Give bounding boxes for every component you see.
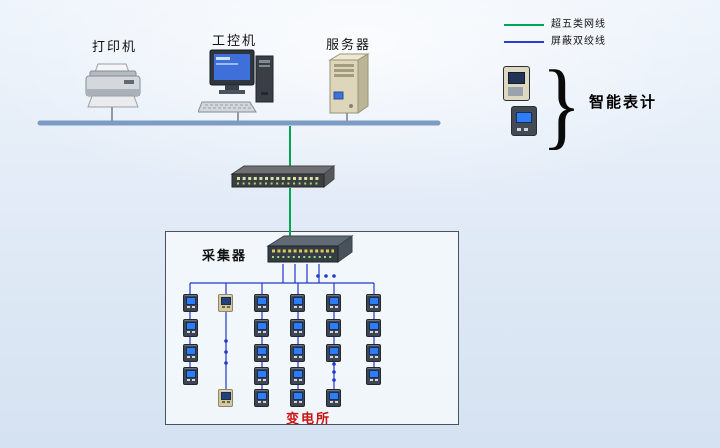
industrial-pc-label: 工控机 (212, 33, 258, 48)
printer-label: 打印机 (92, 39, 138, 54)
meter-icon (183, 367, 198, 385)
meter-icon (254, 389, 269, 407)
meter-icon (290, 319, 305, 337)
meter-icon (366, 367, 381, 385)
meter-icon (366, 319, 381, 337)
legend-label: 屏蔽双绞线 (551, 36, 606, 47)
meter-icon (290, 367, 305, 385)
network-switch-icon (230, 164, 336, 189)
meter-icon (326, 294, 341, 312)
server-icon (328, 53, 370, 114)
meter-icon (290, 294, 305, 312)
printer-icon (85, 63, 141, 108)
substation-label: 变电所 (286, 411, 332, 426)
right-brace-glyph: } (541, 51, 582, 159)
ellipsis-dots (224, 274, 336, 382)
meter-icon (254, 367, 269, 385)
twisted-pair-line-swatch (504, 41, 544, 43)
cat5e-line-swatch (504, 24, 544, 26)
twisted-pair-wiring (189, 264, 375, 398)
substation-box (165, 231, 459, 425)
meter-icon (183, 319, 198, 337)
meter-icon (326, 319, 341, 337)
meter-icon (183, 344, 198, 362)
industrial-pc-icon (198, 49, 274, 113)
meter-icon (290, 344, 305, 362)
smart-meters-label: 智能表计 (589, 95, 658, 111)
legend: 超五类网线 屏蔽双绞线 (504, 20, 606, 47)
smart-meter-icon (511, 106, 537, 136)
meter-icon (326, 389, 341, 407)
meter-icon (290, 389, 305, 407)
legend-label: 超五类网线 (551, 19, 606, 30)
server-label: 服务器 (326, 37, 372, 52)
smart-meter-icon (503, 66, 530, 101)
meter-icon (218, 294, 233, 312)
meter-icon (366, 294, 381, 312)
meter-icon (254, 344, 269, 362)
legend-item-twisted-pair: 屏蔽双绞线 (504, 37, 606, 47)
meter-icon (366, 344, 381, 362)
meter-icon (326, 344, 341, 362)
meter-icon (254, 319, 269, 337)
meter-icon (183, 294, 198, 312)
collector-icon (266, 235, 354, 263)
meter-icon (254, 294, 269, 312)
collector-label: 采集器 (202, 248, 248, 263)
legend-item-cat5e: 超五类网线 (504, 20, 606, 30)
meter-icon (218, 389, 233, 407)
